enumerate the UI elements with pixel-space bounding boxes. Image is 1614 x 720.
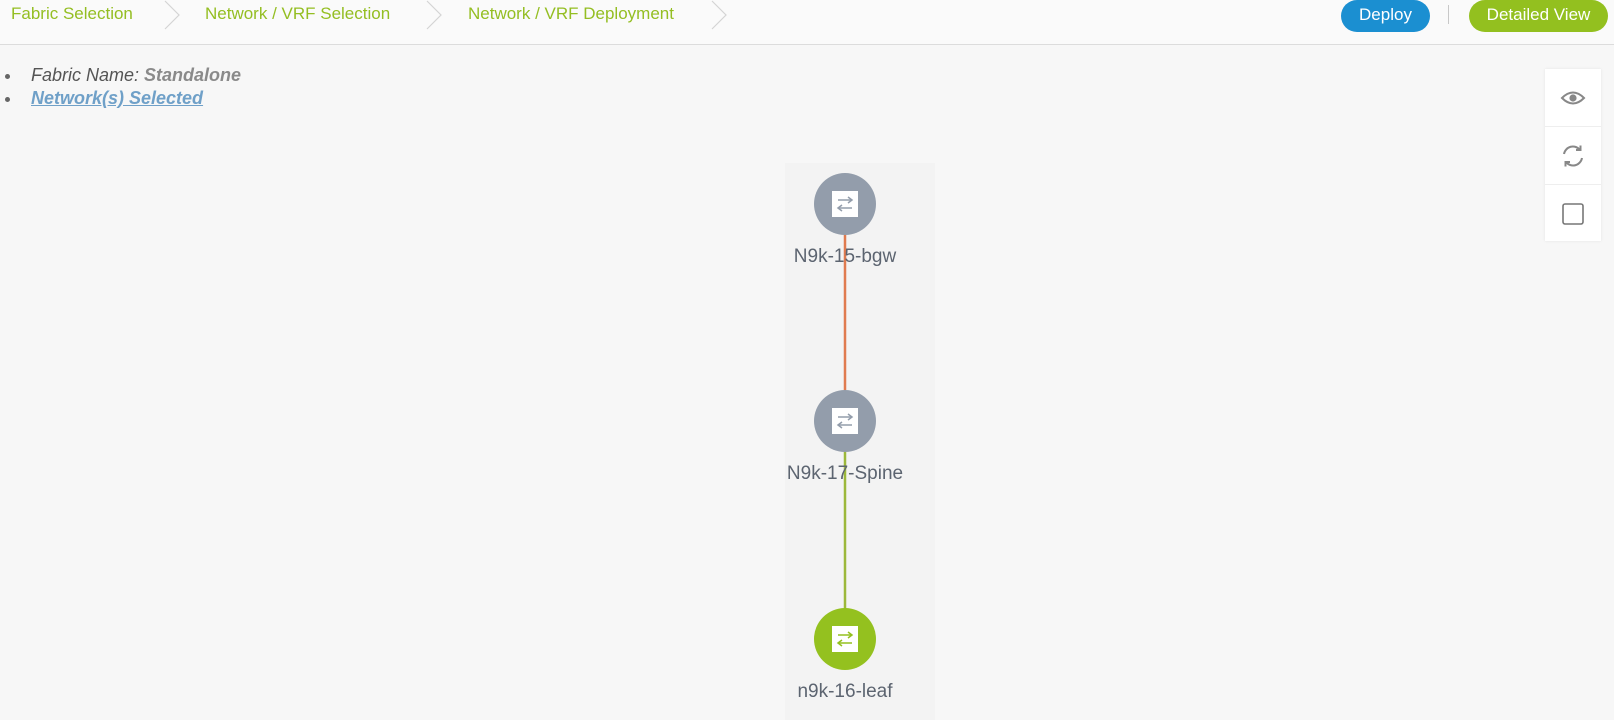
select-mode-button[interactable] bbox=[1545, 184, 1601, 242]
bullet bbox=[5, 97, 10, 102]
chevron-right-icon bbox=[711, 0, 727, 30]
chevron-right-icon bbox=[426, 0, 442, 30]
switch-icon bbox=[832, 626, 858, 652]
switch-icon bbox=[832, 408, 858, 434]
toggle-visibility-button[interactable] bbox=[1545, 69, 1601, 126]
fabric-name-value: Standalone bbox=[144, 65, 242, 85]
refresh-button[interactable] bbox=[1545, 126, 1601, 184]
switch-node-spine[interactable] bbox=[814, 390, 876, 452]
detailed-view-button[interactable]: Detailed View bbox=[1469, 0, 1608, 32]
step-network-vrf-selection[interactable]: Network / VRF Selection bbox=[205, 4, 391, 23]
header-divider bbox=[1448, 5, 1449, 24]
networks-selected-row: Network(s) Selected bbox=[0, 87, 241, 110]
bullet bbox=[5, 74, 10, 79]
deploy-button[interactable]: Deploy bbox=[1341, 0, 1430, 32]
refresh-icon bbox=[1563, 145, 1583, 166]
chevron-right-icon bbox=[164, 0, 180, 30]
node-label: N9k-17-Spine bbox=[786, 463, 904, 484]
node-label: n9k-16-leaf bbox=[797, 681, 893, 702]
switch-node-bgw[interactable] bbox=[814, 173, 876, 235]
checkbox-icon bbox=[1562, 202, 1584, 225]
fabric-name-label: Fabric Name: bbox=[31, 65, 140, 85]
switch-icon bbox=[832, 191, 858, 217]
step-network-vrf-deployment[interactable]: Network / VRF Deployment bbox=[468, 4, 674, 23]
eye-icon bbox=[1560, 91, 1586, 104]
networks-selected-link[interactable]: Network(s) Selected bbox=[31, 88, 204, 108]
switch-node-leaf[interactable] bbox=[814, 608, 876, 670]
fabric-info-list: Fabric Name: Standalone Network(s) Selec… bbox=[0, 64, 241, 110]
fabric-name-row: Fabric Name: Standalone bbox=[0, 64, 241, 87]
wizard-header: Fabric Selection Network / VRF Selection… bbox=[0, 0, 1614, 45]
step-fabric-selection[interactable]: Fabric Selection bbox=[11, 4, 133, 23]
topology-toolbar bbox=[1545, 69, 1601, 241]
node-label: N9k-15-bgw bbox=[793, 246, 897, 267]
